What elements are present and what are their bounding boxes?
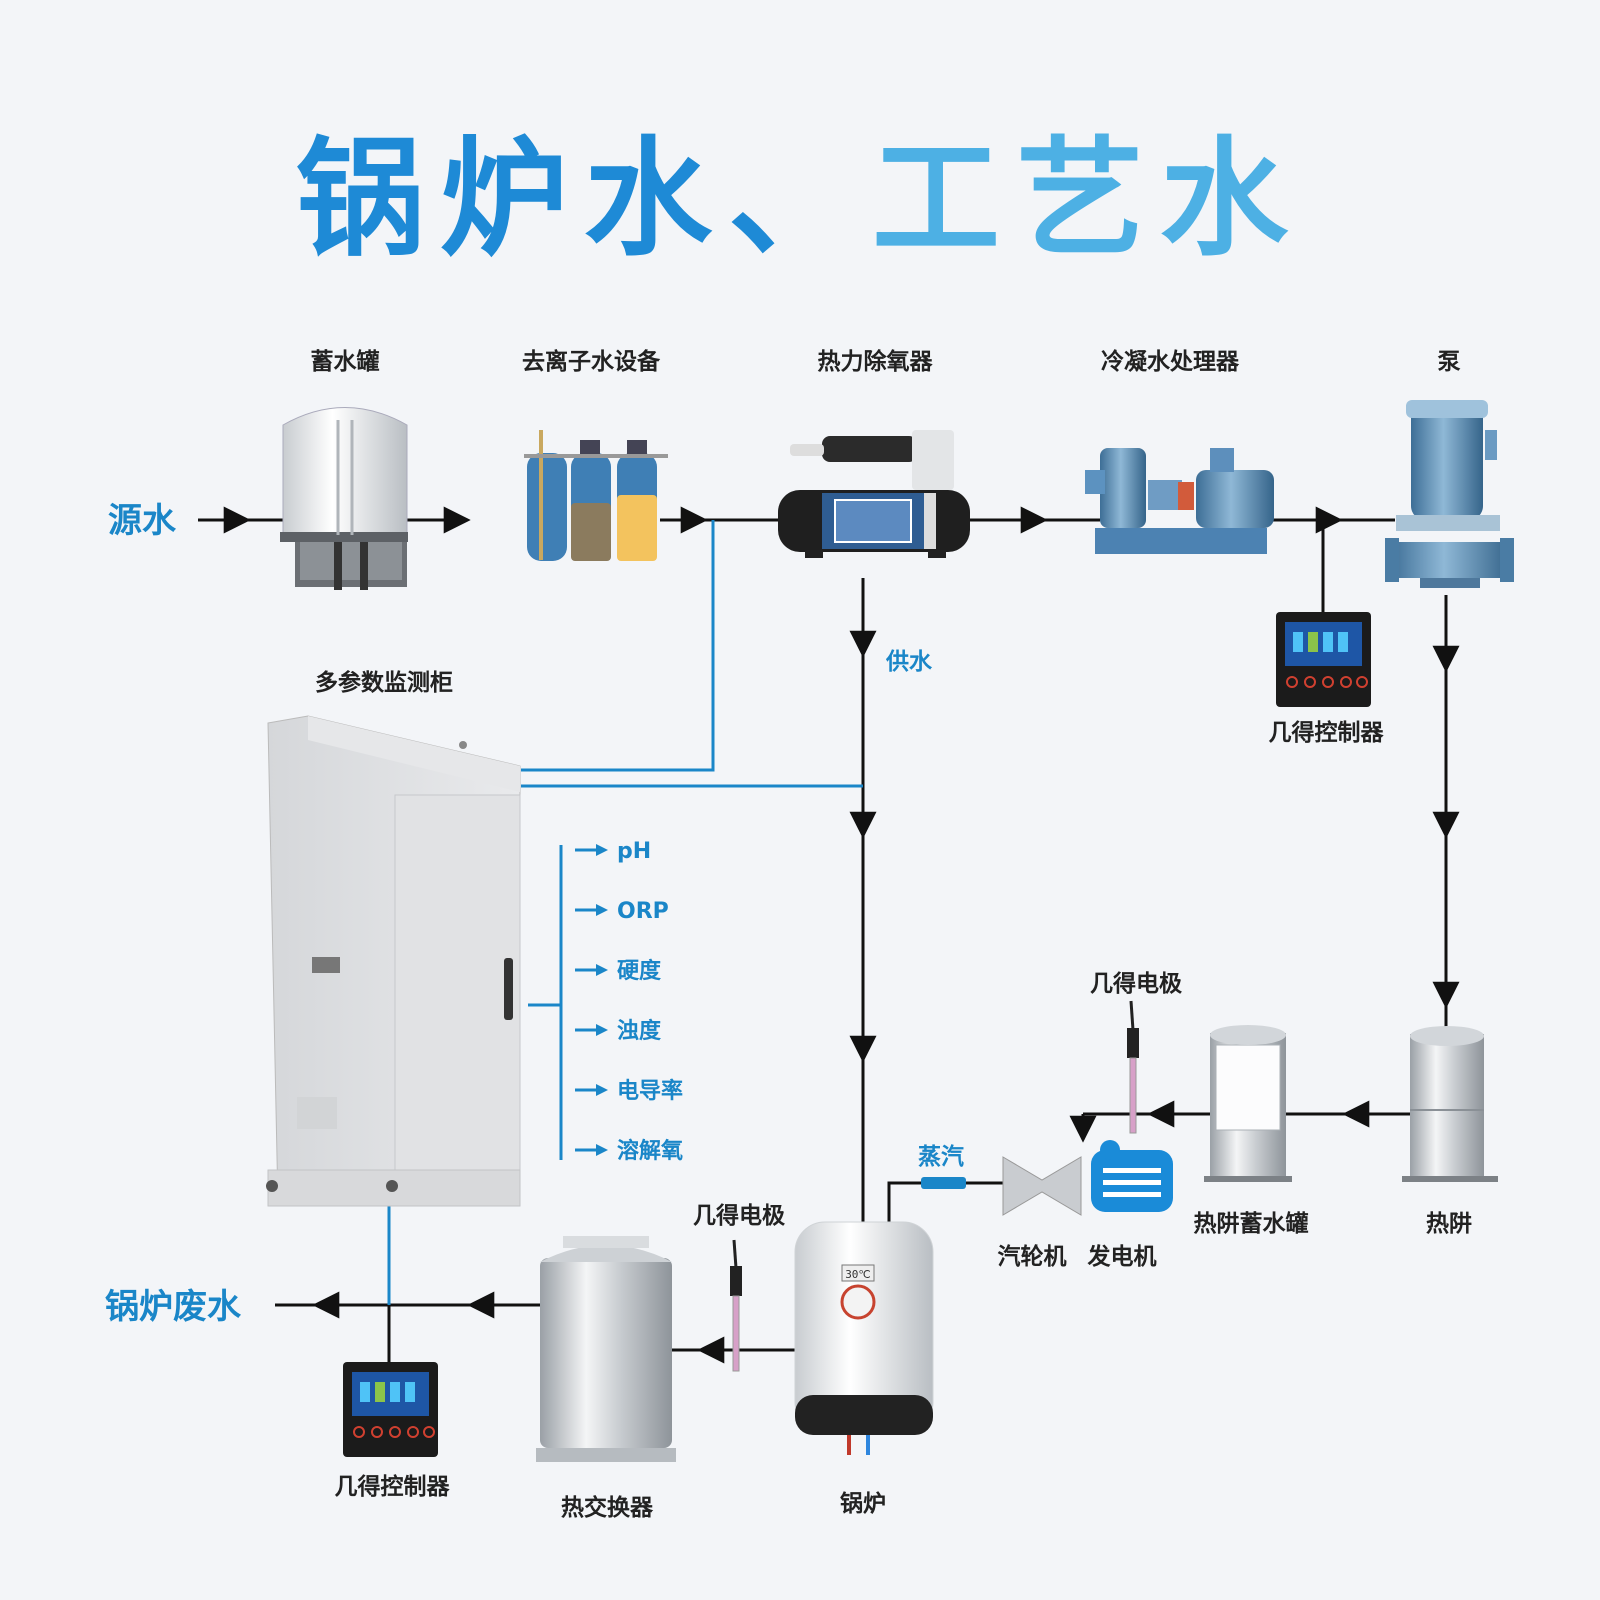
boiler-wastewater-label: 锅炉废水	[105, 1287, 242, 1327]
thermal-deaerator-label: 热力除氧器	[818, 348, 934, 375]
parameter-arrow-head	[596, 1024, 608, 1036]
controller-top-label: 几得控制器	[1269, 719, 1385, 746]
page-title: 锅炉水、工艺水	[0, 95, 1600, 280]
condensate-treatment-label: 冷凝水处理器	[1101, 348, 1240, 375]
controller-bottom-label: 几得控制器	[335, 1473, 451, 1500]
electrode-right-icon	[1127, 1000, 1139, 1134]
hot-well-storage-icon	[1204, 1025, 1292, 1182]
parameter-arrow-head	[596, 904, 608, 916]
pump-label: 泵	[1438, 349, 1461, 375]
parameter-arrow-head	[596, 1144, 608, 1156]
electrode-right-label: 几得电极	[1090, 970, 1182, 997]
sampling-lines	[387, 520, 863, 1305]
flow-lines	[198, 506, 1460, 1364]
parameter-arrow-head	[596, 1084, 608, 1096]
heat-exchanger-label: 热交换器	[561, 1494, 654, 1521]
parameter-label: 硬度	[617, 958, 662, 984]
boiler-label: 锅炉	[840, 1490, 886, 1517]
controller-top-icon	[1276, 612, 1371, 707]
parameter-arrow-head	[596, 844, 608, 856]
deionized-equipment-label: 去离子水设备	[522, 348, 661, 375]
parameter-label: ORP	[617, 899, 669, 924]
deionized-equipment-icon	[524, 430, 668, 561]
pump-icon	[1385, 400, 1514, 588]
heat-exchanger-icon	[536, 1236, 676, 1462]
hot-well-label: 热阱	[1426, 1211, 1472, 1237]
source-water-label: 源水	[108, 501, 177, 541]
title-part-2: 工艺水	[872, 125, 1305, 274]
electrode-bottom-icon	[730, 1239, 742, 1372]
thermal-deaerator-icon	[778, 430, 970, 558]
storage-tank-label: 蓄水罐	[311, 348, 380, 375]
boiler-icon: 30℃	[794, 1221, 934, 1455]
controller-bottom-icon	[343, 1362, 438, 1457]
storage-tank-icon	[280, 407, 408, 590]
monitoring-cabinet-icon	[266, 715, 521, 1207]
steam-label: 蒸汽	[918, 1143, 964, 1170]
turbine-generator-icon	[921, 1140, 1173, 1216]
parameter-label: 浊度	[617, 1018, 662, 1044]
hot-well-icon	[1402, 1026, 1498, 1182]
parameter-label: 溶解氧	[617, 1138, 683, 1164]
condensate-treatment-icon	[1085, 448, 1274, 554]
supply-water-label: 供水	[885, 648, 933, 675]
hot-well-storage-label: 热阱蓄水罐	[1194, 1210, 1309, 1237]
electrode-bottom-label: 几得电极	[693, 1202, 785, 1229]
monitoring-cabinet-label: 多参数监测柜	[315, 669, 453, 696]
parameter-label: 电导率	[617, 1078, 683, 1104]
sample-line-deion	[521, 520, 715, 772]
turbine-label: 汽轮机	[998, 1243, 1067, 1270]
parameter-arrow-head	[596, 964, 608, 976]
generator-label: 发电机	[1087, 1243, 1157, 1270]
parameter-label: pH	[617, 839, 651, 864]
boiler-display: 30℃	[845, 1268, 871, 1281]
title-part-1: 锅炉水、	[295, 125, 872, 274]
